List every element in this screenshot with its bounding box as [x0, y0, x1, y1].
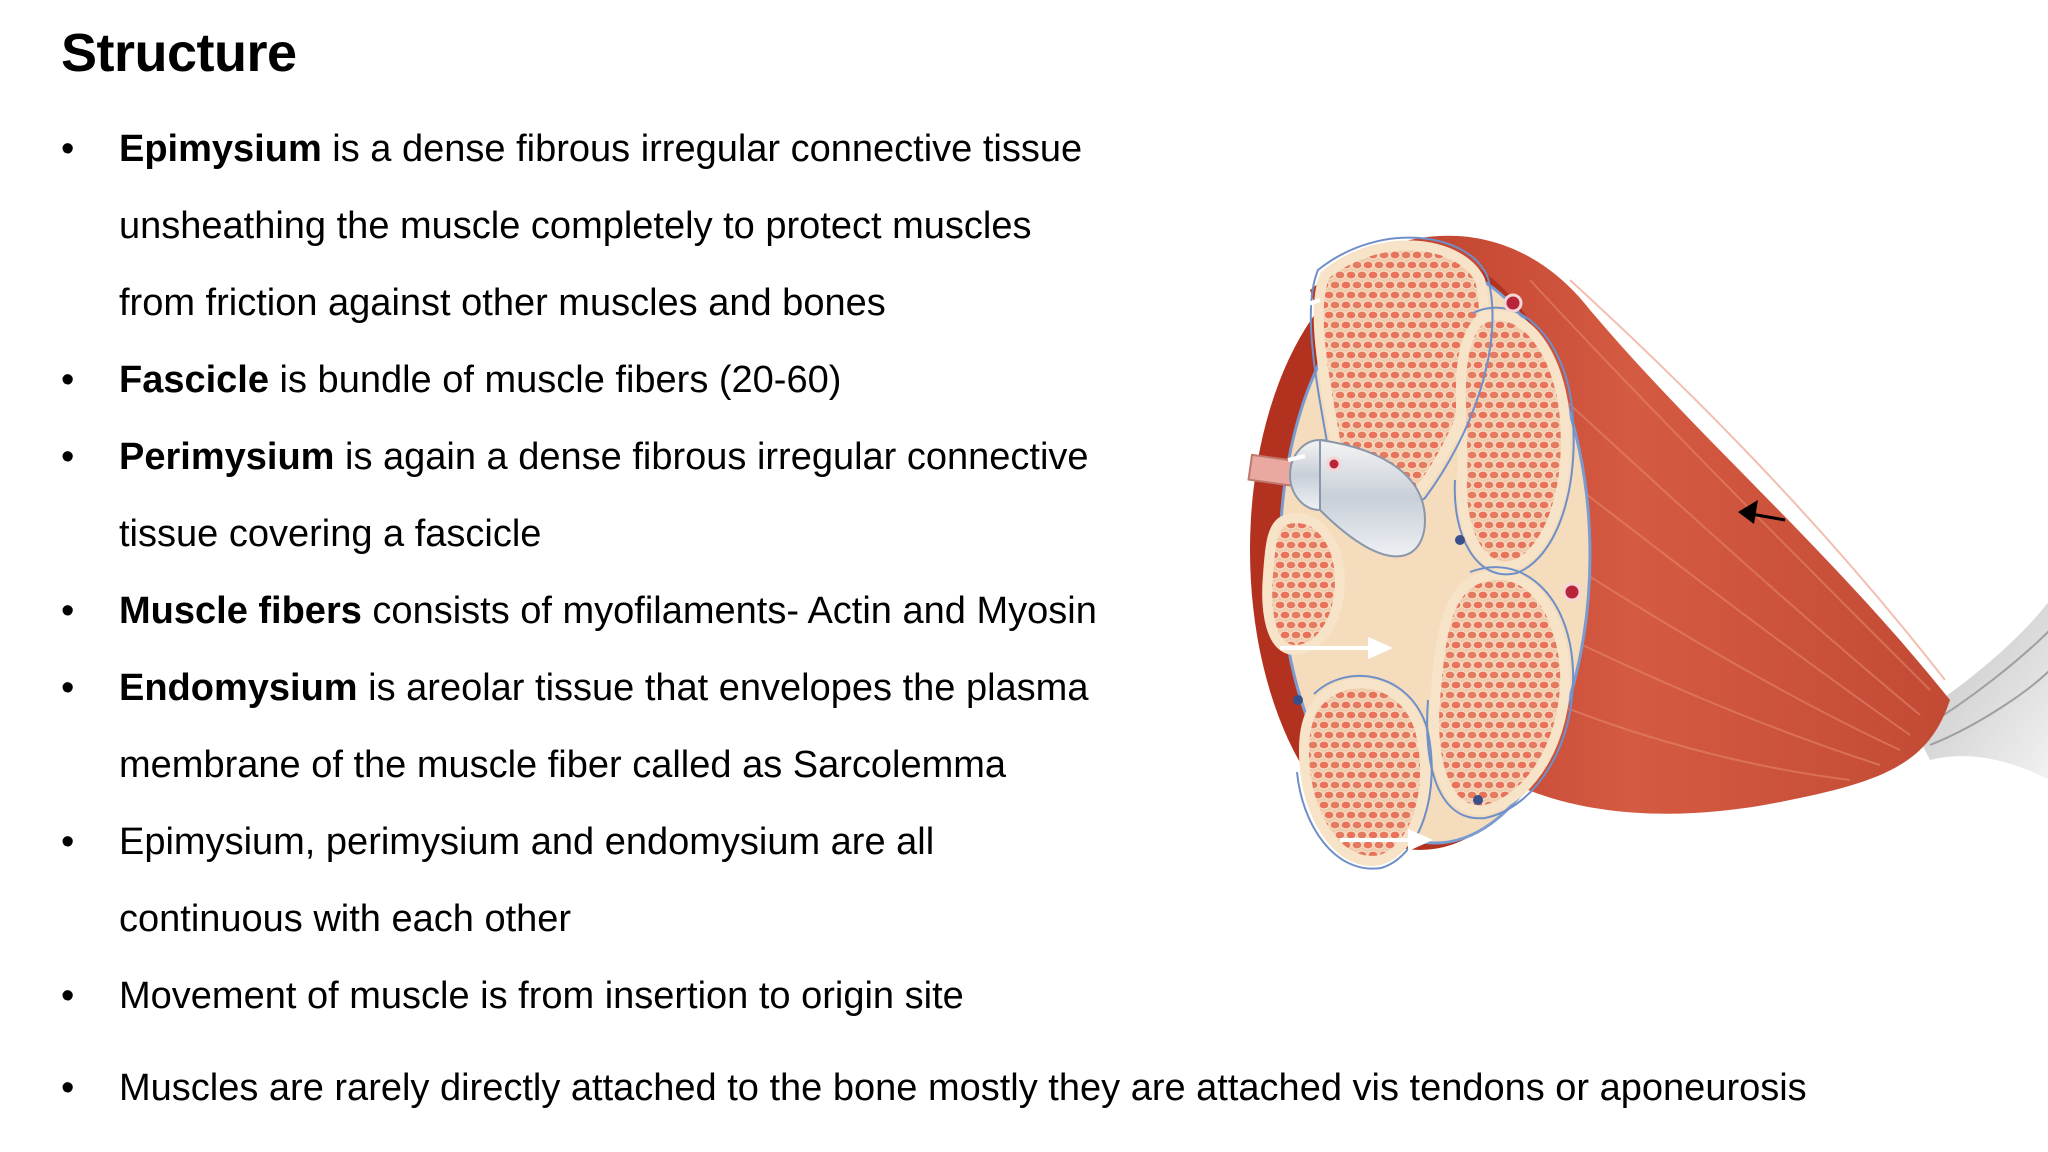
- bullet-line: unsheathing the muscle completely to pro…: [119, 201, 1031, 251]
- bullet-line: Perimysium is again a dense fibrous irre…: [119, 432, 1089, 482]
- bullet-marker: •: [61, 128, 75, 170]
- bullet-term: Fascicle: [119, 359, 269, 401]
- bullet-line: membrane of the muscle fiber called as S…: [119, 740, 1006, 790]
- fascicle: [1313, 240, 1489, 507]
- bullet-term: Muscle fibers: [119, 590, 362, 632]
- bullet-text: is bundle of muscle fibers (20-60): [269, 359, 842, 401]
- bullet-term: Endomysium: [119, 667, 358, 709]
- bullet-term: Epimysium: [119, 128, 322, 170]
- bullet-line: Epimysium is a dense fibrous irregular c…: [119, 124, 1082, 174]
- bullet-line: Epimysium, perimysium and endomysium are…: [119, 817, 934, 867]
- bullet-marker: •: [61, 667, 75, 709]
- bullet-marker: •: [61, 1067, 75, 1109]
- bullet-line: tissue covering a fascicle: [119, 509, 541, 559]
- fascicle: [1298, 678, 1431, 866]
- slide-title: Structure: [61, 23, 297, 83]
- bullet-marker: •: [61, 821, 75, 863]
- bullet-text: is areolar tissue that envelopes the pla…: [357, 667, 1089, 709]
- bullet-text: tissue covering a fascicle: [119, 513, 542, 555]
- bullet-line: continuous with each other: [119, 894, 571, 944]
- fascicle: [1262, 513, 1346, 656]
- bullet-text: Movement of muscle is from insertion to …: [119, 975, 964, 1017]
- bullet-text: consists of myofilaments- Actin and Myos…: [361, 590, 1097, 632]
- bullet-text: membrane of the muscle fiber called as S…: [119, 744, 1007, 786]
- fascicle: [1429, 570, 1571, 816]
- bullet-text: from friction against other muscles and …: [119, 282, 886, 324]
- bullet-marker: •: [61, 590, 75, 632]
- bullet-term: Perimysium: [119, 436, 335, 478]
- bullet-text: unsheathing the muscle completely to pro…: [119, 205, 1032, 247]
- arrow-icon: [1738, 500, 1786, 524]
- bullet-line: from friction against other muscles and …: [119, 278, 886, 328]
- bullet-text: is again a dense fibrous irregular conne…: [334, 436, 1089, 478]
- bullet-text: Epimysium, perimysium and endomysium are…: [119, 821, 935, 863]
- bullet-marker: •: [61, 975, 75, 1017]
- bullet-text: continuous with each other: [119, 898, 572, 940]
- bullet-line: Movement of muscle is from insertion to …: [119, 971, 964, 1021]
- bullet-marker: •: [61, 359, 75, 401]
- bullet-text: is a dense fibrous irregular connective …: [321, 128, 1083, 170]
- bullet-line: Muscle fibers consists of myofilaments- …: [119, 586, 1097, 636]
- bullet-text: Muscles are rarely directly attached to …: [119, 1067, 1807, 1109]
- fascicle: [1455, 310, 1571, 572]
- bullet-marker: •: [61, 436, 75, 478]
- bullet-line: Fascicle is bundle of muscle fibers (20-…: [119, 355, 841, 405]
- bullet-line: Endomysium is areolar tissue that envelo…: [119, 663, 1088, 713]
- muscle-cross-section-illustration: [1247, 235, 2048, 870]
- bullet-line: Muscles are rarely directly attached to …: [119, 1063, 1807, 1113]
